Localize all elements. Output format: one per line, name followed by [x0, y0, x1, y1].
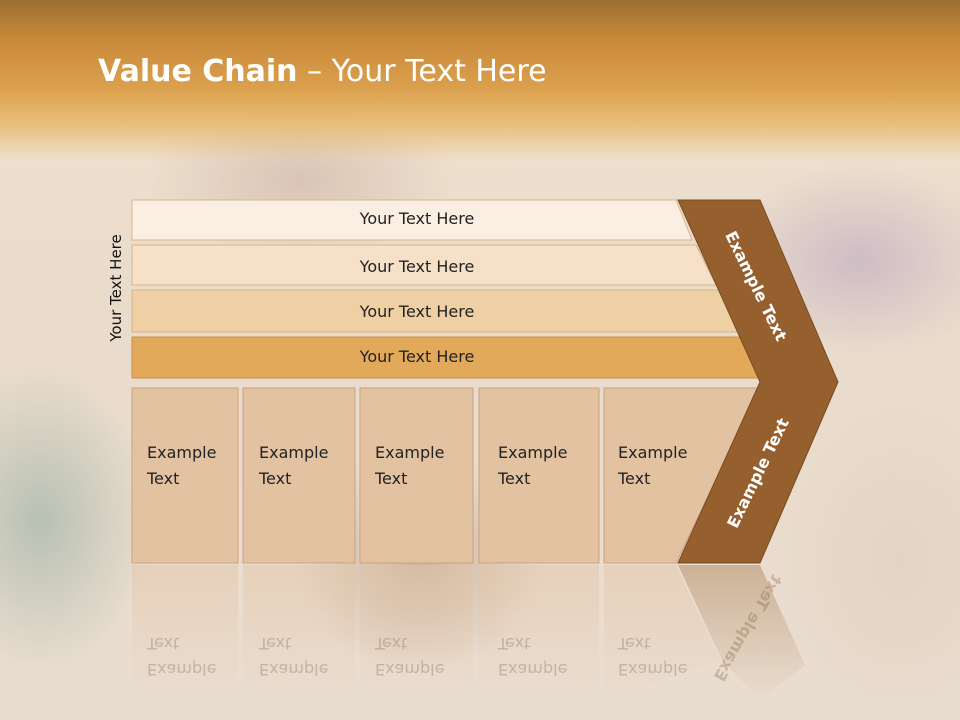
bar-label-4: Your Text Here [359, 347, 475, 366]
cell-label-1-line2: Text [147, 469, 180, 488]
cell-reflection-2: Example Text [259, 630, 328, 682]
cell-reflection-3-line2: Text [375, 634, 408, 653]
slide-title-rest: – Your Text Here [297, 54, 547, 89]
bar-label-2: Your Text Here [359, 257, 475, 276]
cell-label-2-line2: Text [259, 469, 292, 488]
cell-label-4-line2: Text [498, 469, 531, 488]
cell-label-5-line2: Text [618, 469, 651, 488]
cell-reflection-2-line1: Example [259, 660, 329, 679]
slide-title: Value Chain – Your Text Here [98, 54, 547, 89]
header-band [0, 0, 960, 160]
cell-reflection-2-line2: Text [259, 634, 292, 653]
cell-label-2-line1: Example [259, 443, 329, 462]
cell-reflection-1: Example Text [147, 630, 216, 682]
cell-reflection-5-line1: Example [618, 660, 688, 679]
cell-reflection-3: Example Text [375, 630, 444, 682]
bar-label-1: Your Text Here [359, 209, 475, 228]
cell-1 [131, 387, 239, 564]
cell-2 [242, 387, 356, 564]
slide-title-bold: Value Chain [98, 54, 298, 89]
cell-label-3-line2: Text [375, 469, 408, 488]
cell-label-4-line1: Example [498, 443, 568, 462]
cell-reflection-4-line2: Text [498, 634, 531, 653]
cell-reflection-5: Example Text [618, 630, 687, 682]
cell-reflection-1-line1: Example [147, 660, 217, 679]
cell-4 [478, 387, 600, 564]
cell-label-1-line1: Example [147, 443, 217, 462]
bar-label-3: Your Text Here [359, 302, 475, 321]
cell-reflection-1-line2: Text [147, 634, 180, 653]
cell-reflection-4-line1: Example [498, 660, 568, 679]
cell-reflection-4: Example Text [498, 630, 567, 682]
cell-reflection-5-line2: Text [618, 634, 651, 653]
reflection [132, 565, 805, 700]
cell-reflection-3-line1: Example [375, 660, 445, 679]
cell-label-3-line1: Example [375, 443, 445, 462]
chevron-arrow [677, 199, 839, 564]
bar-1 [131, 199, 693, 241]
cell-3 [359, 387, 474, 564]
cell-5 [603, 387, 761, 564]
cell-label-5-line1: Example [618, 443, 688, 462]
